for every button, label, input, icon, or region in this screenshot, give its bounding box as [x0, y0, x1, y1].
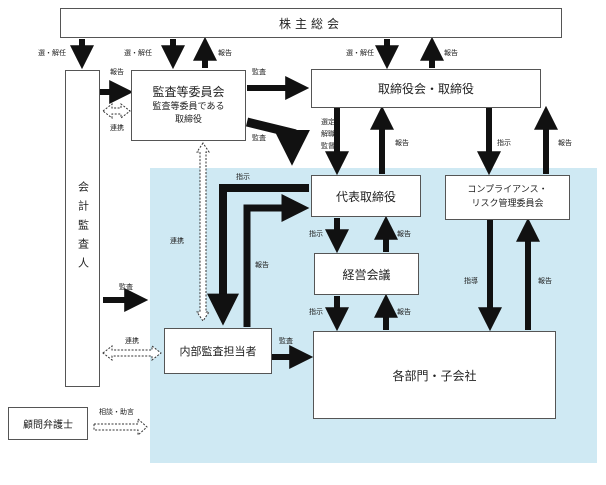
arrow-coop-auditor-ac [102, 102, 131, 120]
compliance-line2: リスク管理委員会 [471, 198, 544, 209]
label-report-mgmt-pres: 報告 [397, 230, 411, 238]
president-box: 代表取締役 [311, 175, 421, 217]
label-guide-comp-dept: 指導 [464, 277, 478, 285]
arrow-coop-ac-ia [196, 142, 210, 322]
legal-advisor-label: 顧問弁護士 [23, 420, 73, 431]
shareholders-meeting-box: 株主総会 [60, 8, 562, 38]
label-instruct-board-comp: 指示 [497, 139, 511, 147]
legal-advisor-box: 顧問弁護士 [8, 407, 88, 440]
departments-label: 各部門・子会社 [392, 368, 477, 383]
label-audit-ia-dept: 監査 [279, 337, 293, 345]
label-appoint-2: 解職 [321, 130, 335, 138]
arrow-consult [93, 417, 148, 437]
label-instruct-pres-mgmt: 指示 [309, 230, 323, 238]
label-instruct-pres-ia: 指示 [236, 173, 250, 181]
label-report-sh-ac: 報告 [218, 49, 232, 57]
label-elect-auditor: 選・解任 [38, 49, 66, 57]
audit-committee-box: 監査等委員会 監査等委員である 取締役 [131, 70, 246, 141]
shareholders-meeting-label: 株主総会 [278, 16, 343, 31]
arrow-report-internal-audit [243, 194, 310, 327]
audit-committee-sub1: 監査等委員である [152, 102, 225, 113]
label-report-board: 報告 [395, 139, 409, 147]
label-report-sh-board: 報告 [444, 49, 458, 57]
label-consult: 相談・助言 [99, 408, 134, 416]
label-audit-ac-board: 監査 [252, 68, 266, 76]
audit-committee-title: 監査等委員会 [152, 84, 225, 99]
internal-audit-box: 内部監査担当者 [164, 328, 272, 374]
arrow-audit-president [245, 117, 310, 166]
departments-box: 各部門・子会社 [313, 331, 556, 419]
label-elect-audit-committee: 選・解任 [124, 49, 152, 57]
label-coop-ac-ia: 連携 [170, 237, 184, 245]
label-report-dept-comp: 報告 [538, 277, 552, 285]
compliance-line1: コンプライアンス・ [467, 185, 548, 196]
label-report-dept-mgmt: 報告 [397, 308, 411, 316]
compliance-committee-box: コンプライアンス・ リスク管理委員会 [445, 175, 570, 220]
board-label: 取締役会・取締役 [377, 82, 474, 96]
label-report-auditor: 報告 [110, 68, 124, 76]
label-coop-auditor-ia: 連携 [125, 337, 139, 345]
label-elect-board: 選・解任 [346, 49, 374, 57]
label-coop-auditor-ac: 連携 [110, 124, 124, 132]
arrow-instruct-internal-audit [207, 184, 309, 326]
management-meeting-label: 経営会議 [342, 267, 391, 282]
label-audit-auditor-region: 監査 [119, 283, 133, 291]
label-report-ia: 報告 [255, 261, 269, 269]
label-report-comp-board: 報告 [558, 139, 572, 147]
management-meeting-box: 経営会議 [314, 253, 419, 295]
internal-audit-label: 内部監査担当者 [179, 345, 257, 358]
label-instruct-mgmt-dept: 指示 [309, 308, 323, 316]
president-label: 代表取締役 [335, 189, 396, 204]
accounting-auditor-box: 会計監査人 [65, 70, 100, 387]
board-box: 取締役会・取締役 [311, 69, 541, 108]
label-appoint-3: 監督 [321, 142, 335, 150]
arrow-coop-auditor-ia [102, 344, 162, 362]
audit-committee-sub2: 取締役 [174, 115, 202, 126]
label-appoint-1: 選定 [321, 118, 335, 126]
label-audit-ac-down: 監査 [252, 134, 266, 142]
accounting-auditor-label: 会計監査人 [76, 181, 90, 276]
